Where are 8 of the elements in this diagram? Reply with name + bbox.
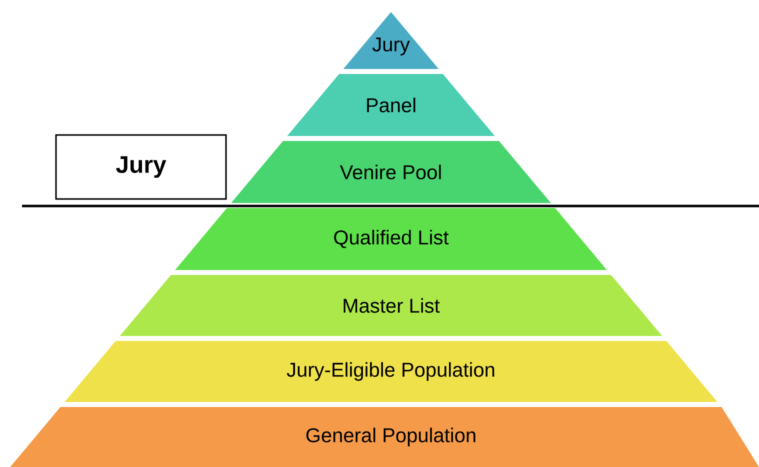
pyramid-band: Master List	[120, 275, 662, 336]
pyramid-band: Jury-Eligible Population	[64, 341, 718, 402]
label-box: Jury	[55, 134, 227, 200]
pyramid-band: Venire Pool	[231, 141, 551, 203]
pyramid-band: Jury	[343, 12, 439, 69]
pyramid-band: General Population	[10, 407, 759, 467]
pyramid-band: Panel	[287, 74, 495, 136]
pyramid-band: Qualified List	[175, 208, 607, 270]
